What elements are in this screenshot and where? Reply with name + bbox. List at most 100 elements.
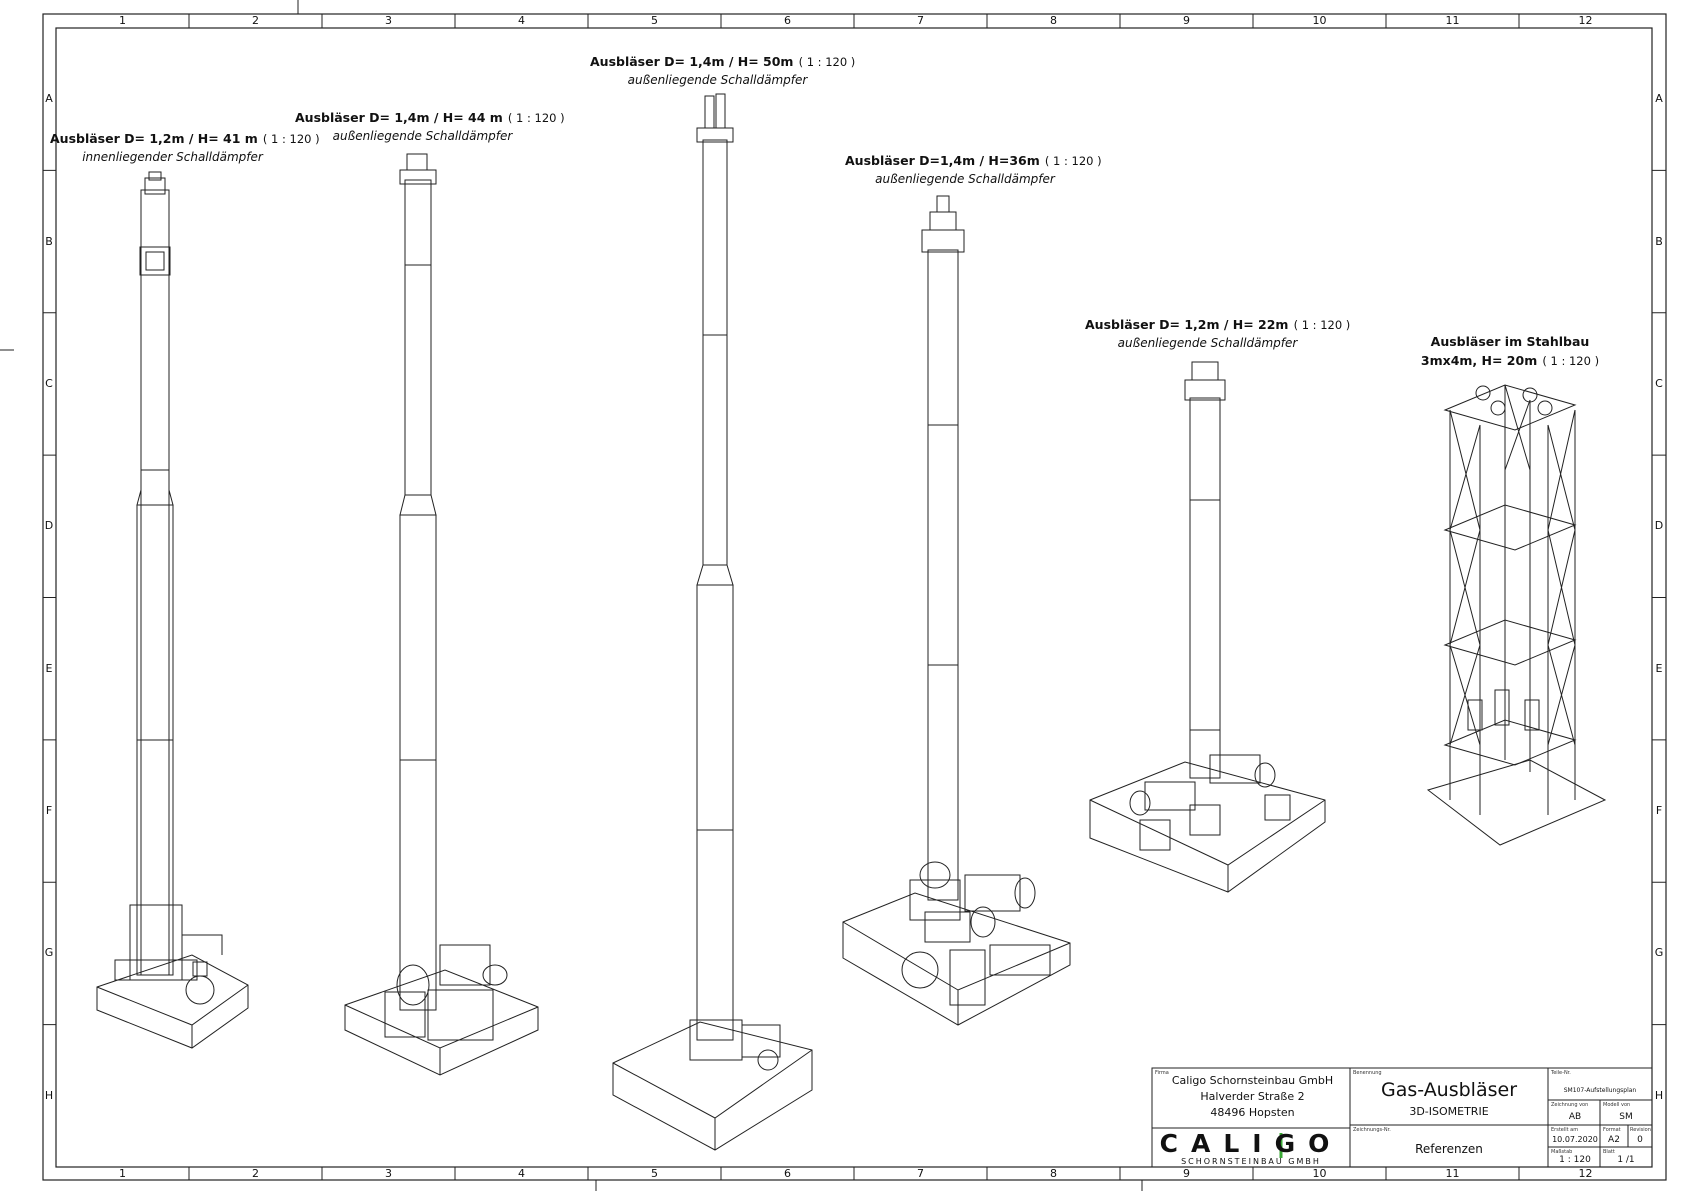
- stack-2-title: Ausbläser D= 1,4m / H= 44 m: [295, 110, 503, 125]
- erstellt: 10.07.2020: [1552, 1135, 1598, 1144]
- modell-von: SM: [1619, 1112, 1633, 1122]
- grid-column-label: 5: [651, 1167, 658, 1180]
- zeichnung-von: AB: [1568, 1112, 1582, 1122]
- benennung-label: Benennung: [1353, 1070, 1382, 1076]
- grid-row-label: A: [1655, 92, 1663, 106]
- modell-von-label: Modell von: [1603, 1102, 1631, 1108]
- stack-1-scale: ( 1 : 120 ): [262, 132, 320, 146]
- stack-3-subtitle: außenliegende Schalldämpfer: [627, 73, 808, 87]
- stack-1-subtitle: innenliegender Schalldämpfer: [82, 150, 263, 164]
- grid-ticks: [43, 14, 1666, 1180]
- zeichnungs-nr-label: Zeichnungs-Nr.: [1353, 1127, 1391, 1133]
- stack-2-label: Ausbläser D= 1,4m / H= 44 m ( 1 : 120 ) …: [295, 108, 565, 145]
- stack-3-drawing: [612, 93, 813, 1151]
- grid-row-label: G: [1654, 946, 1664, 960]
- grid-column-label: 8: [1050, 1167, 1057, 1180]
- stack-2-drawing: [344, 153, 539, 1076]
- grid-row-label: H: [1654, 1088, 1664, 1102]
- grid-row-label: F: [45, 804, 53, 818]
- stack-5-subtitle: außenliegende Schalldämpfer: [1117, 336, 1298, 350]
- grid-column-label: 7: [917, 1167, 924, 1180]
- grid-column-label: 2: [252, 14, 259, 27]
- grid-column-label: 6: [784, 1167, 791, 1180]
- grid-column-label: 9: [1183, 1167, 1190, 1180]
- stack-6-label: Ausbläser im Stahlbau 3mx4m, H= 20m ( 1 …: [1410, 333, 1610, 370]
- massstab: 1 : 120: [1559, 1155, 1591, 1165]
- grid-row-label: G: [44, 946, 54, 960]
- stack-2-subtitle: außenliegende Schalldämpfer: [332, 129, 513, 143]
- firma-label: Firma: [1155, 1070, 1169, 1076]
- grid-column-label: 3: [385, 14, 392, 27]
- grid-row-label: D: [44, 519, 54, 533]
- stack-5-title: Ausbläser D= 1,2m / H= 22m: [1085, 317, 1289, 332]
- grid-column-label: 5: [651, 14, 658, 27]
- teile-nr-label: Teile-Nr.: [1551, 1070, 1571, 1076]
- format-label: Format: [1603, 1127, 1621, 1133]
- erstellt-label: Erstellt am: [1551, 1127, 1579, 1133]
- grid-row-label: A: [45, 92, 53, 106]
- logo-text: CALIGO: [1159, 1129, 1343, 1158]
- stack-6-drawing: [1426, 384, 1607, 846]
- grid-row-label: C: [1655, 376, 1663, 390]
- title-block-frame: [1151, 1067, 1653, 1168]
- stack-1-label: Ausbläser D= 1,2m / H= 41 m ( 1 : 120 ) …: [50, 129, 320, 166]
- revision: 0: [1637, 1135, 1643, 1145]
- stack-3-scale: ( 1 : 120 ): [798, 55, 856, 69]
- format: A2: [1608, 1135, 1620, 1145]
- company-street: Halverder Straße 2: [1200, 1090, 1305, 1103]
- drawing-reference: Referenzen: [1415, 1142, 1483, 1156]
- stack-4-scale: ( 1 : 120 ): [1044, 154, 1102, 168]
- stack-4-title: Ausbläser D=1,4m / H=36m: [845, 153, 1040, 168]
- grid-column-label: 2: [252, 1167, 259, 1180]
- grid-column-label: 4: [518, 14, 525, 27]
- grid-column-label: 12: [1578, 1167, 1593, 1180]
- zeichnung-von-label: Zeichnung von: [1551, 1102, 1589, 1108]
- grid-row-label: E: [1655, 661, 1663, 675]
- stack-4-subtitle: außenliegende Schalldämpfer: [875, 172, 1055, 186]
- stack-3-title: Ausbläser D= 1,4m / H= 50m: [590, 54, 794, 69]
- grid-column-label: 6: [784, 14, 791, 27]
- grid-column-label: 1: [119, 14, 126, 27]
- grid-column-label: 4: [518, 1167, 525, 1180]
- blatt-label: Blatt: [1603, 1149, 1615, 1155]
- grid-column-label: 11: [1445, 1167, 1460, 1180]
- massstab-label: Maßstab: [1551, 1149, 1573, 1155]
- stack-6-title: Ausbläser im Stahlbau: [1430, 334, 1590, 349]
- grid-column-label: 10: [1312, 14, 1327, 27]
- drawing-subtitle: 3D-ISOMETRIE: [1409, 1105, 1489, 1118]
- grid-column-label: 12: [1578, 14, 1593, 27]
- caligo-logo: [1279, 1133, 1283, 1158]
- grid-row-label: B: [45, 234, 53, 248]
- blatt: 1 /1: [1617, 1155, 1635, 1165]
- grid-column-label: 9: [1183, 14, 1190, 27]
- stack-5-scale: ( 1 : 120 ): [1293, 318, 1351, 332]
- company-city: 48496 Hopsten: [1210, 1106, 1295, 1119]
- revision-label: Revision: [1630, 1127, 1651, 1133]
- grid-row-label: D: [1654, 519, 1664, 533]
- logo-subtext: SCHORNSTEINBAU GMBH: [1181, 1157, 1321, 1166]
- stack-1-drawing: [96, 171, 249, 1049]
- stack-5-drawing: [1089, 361, 1326, 893]
- grid-row-label: C: [45, 376, 53, 390]
- teile-nr: SM107-Aufstellungsplan: [1563, 1087, 1637, 1094]
- drawing-title: Gas-Ausbläser: [1380, 1079, 1518, 1101]
- grid-row-label: F: [1655, 804, 1663, 818]
- company-name: Caligo Schornsteinbau GmbH: [1171, 1074, 1334, 1087]
- grid-row-label: B: [1655, 234, 1663, 248]
- grid-column-label: 1: [119, 1167, 126, 1180]
- stack-1-title: Ausbläser D= 1,2m / H= 41 m: [50, 131, 258, 146]
- grid-row-label: E: [45, 661, 53, 675]
- stack-3-label: Ausbläser D= 1,4m / H= 50m ( 1 : 120 ) a…: [590, 52, 855, 89]
- stack-5-label: Ausbläser D= 1,2m / H= 22m ( 1 : 120 ) a…: [1085, 315, 1350, 352]
- stack-4-label: Ausbläser D=1,4m / H=36m ( 1 : 120 ) auß…: [845, 151, 1102, 188]
- grid-row-label: H: [44, 1088, 54, 1102]
- stack-4-drawing: [842, 195, 1071, 1026]
- grid-column-label: 10: [1312, 1167, 1327, 1180]
- grid-column-label: 11: [1445, 14, 1460, 27]
- grid-column-label: 7: [917, 14, 924, 27]
- stack-2-scale: ( 1 : 120 ): [507, 111, 565, 125]
- stack-6-scale: ( 1 : 120 ): [1542, 354, 1600, 368]
- grid-column-label: 8: [1050, 14, 1057, 27]
